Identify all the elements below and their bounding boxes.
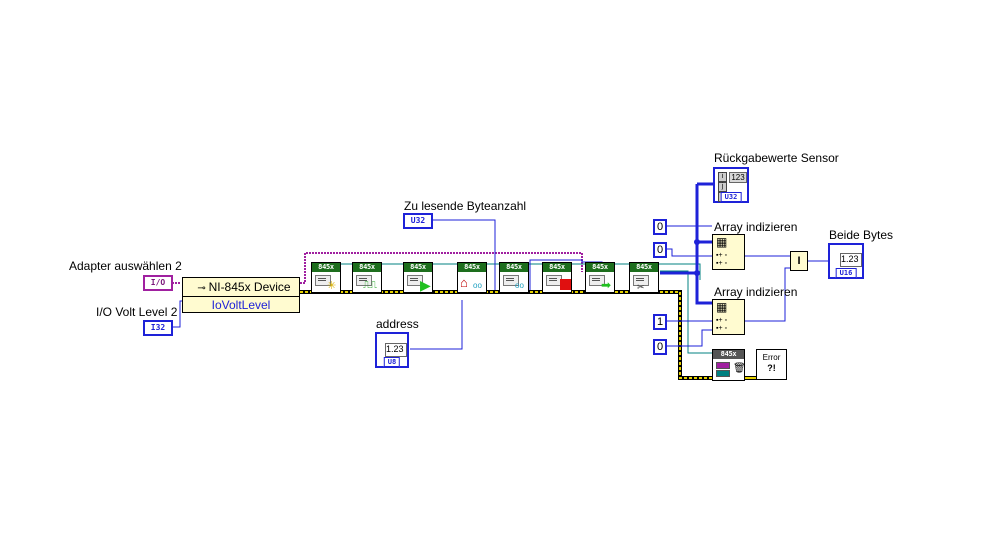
house-icon: ⌂ [460, 275, 468, 290]
close-reference-vi[interactable]: 845x 🗑 [712, 349, 746, 381]
address-control[interactable]: 1.23 U8 [375, 332, 409, 368]
grid-icon: ▦ [716, 300, 728, 314]
stop-square-icon [560, 279, 571, 290]
address-label: address [376, 317, 419, 331]
create-config-icon: ✳ [327, 280, 337, 292]
address-value: 1.23 [385, 343, 407, 357]
error-symbol-icon: ?! [767, 363, 776, 373]
vi-banner: 845x [713, 350, 744, 359]
vi-banner: 845x I2C [586, 263, 614, 280]
vi-banner: 845x I2C [353, 263, 381, 280]
both-bytes-type-tag: U16 [835, 268, 857, 278]
adapter-control[interactable]: I/O [143, 275, 173, 291]
refnum-wire-down [660, 270, 712, 354]
sensor-type-tag: U32 [720, 192, 742, 202]
c0c-wire [665, 329, 712, 347]
both-bytes-label: Beide Bytes [829, 228, 894, 242]
vi-banner: 845x I2C [543, 263, 571, 280]
vi-banner: 845x I2C [500, 263, 528, 280]
index2-out-wire [745, 267, 790, 322]
property-node[interactable]: ⊸ NI-845x Device IoVoltLevel [182, 277, 300, 313]
i2c-stop-vi[interactable]: 845x I2C [542, 262, 572, 293]
device-wire-top [300, 252, 583, 284]
constant-0a[interactable]: 0 [653, 219, 668, 235]
key-icon: ⊸ [197, 283, 209, 294]
i2c-address-vi[interactable]: 845x I2C ⌂ oo [457, 262, 487, 293]
error-wire-inner [300, 291, 712, 379]
index-array-2-node[interactable]: ▦ ▪+ ▫ ▪+ ▫ [712, 299, 745, 335]
adapter-label: Adapter auswählen 2 [69, 259, 182, 273]
join-numbers-icon: I [797, 255, 801, 267]
byte-count-label: Zu lesende Byteanzahl [404, 199, 527, 213]
index-terminal-icon: ▪+ ▫ [716, 325, 727, 332]
index-array-2-label: Array indizieren [714, 285, 798, 299]
volt-level-label: I/O Volt Level 2 [96, 305, 178, 319]
trash-icon: 🗑 [733, 363, 746, 374]
i2c-start-vi[interactable]: 845x I2C ▶ [403, 262, 433, 293]
read-glasses-icon: oo [515, 281, 524, 290]
vi-banner: 845x I2C [404, 263, 432, 280]
index-terminal-icon: ▪+ ▫ [716, 260, 727, 267]
volt-level-control[interactable]: I32 [143, 320, 173, 336]
i2c-write-vi[interactable]: 845x I2C ➡ [585, 262, 615, 293]
vi-banner: 845x I2C [458, 263, 486, 280]
both-bytes-indicator[interactable]: 1.23 U16 [828, 243, 864, 279]
error-handler-vi[interactable]: Error ?! [756, 349, 787, 380]
grid-icon: ▦ [716, 235, 728, 249]
i2c-read-vi[interactable]: 845x I2C oo [499, 262, 529, 293]
array-bus [695, 184, 712, 305]
index-array-1-node[interactable]: ▦ ▪+ ▫ ▪+ ▫ [712, 234, 745, 270]
sensor-value: 123 [729, 172, 747, 183]
class-name: NI-845x Device [208, 280, 291, 294]
error-wire [300, 290, 712, 380]
c0b-wire [665, 248, 712, 257]
clock-wave-icon: ⎍⎍ [363, 280, 377, 291]
constant-0b[interactable]: 0 [653, 242, 668, 258]
start-arrow-icon: ▶ [420, 277, 431, 293]
error-text: Error [762, 353, 781, 362]
constant-1[interactable]: 1 [653, 314, 668, 330]
i2c-close-config-vi[interactable]: 845x I2C ✂ [629, 262, 659, 293]
property-node-class: ⊸ NI-845x Device [183, 278, 299, 297]
scissors-icon: ✂ [637, 282, 645, 292]
byte-count-control[interactable]: U32 [403, 213, 433, 229]
index-array-1-label: Array indizieren [714, 220, 798, 234]
i2c-clock-vi[interactable]: 845x I2C ⎍⎍ [352, 262, 382, 293]
index-terminal-icon: ▪+ ▫ [716, 252, 727, 259]
join-numbers-node[interactable]: I [790, 251, 808, 271]
device-ref-icon [716, 362, 730, 369]
write-arrow-icon: ➡ [601, 278, 612, 292]
property-item[interactable]: IoVoltLevel [211, 298, 271, 312]
vi-banner: 845x I2C [630, 263, 658, 280]
sensor-values-label: Rückgabewerte Sensor [714, 151, 839, 165]
index-terminal-icon: ▪+ ▫ [716, 317, 727, 324]
address-wire [410, 300, 463, 350]
address-glasses-icon: oo [473, 281, 482, 290]
config-ref-icon [716, 370, 730, 377]
sensor-values-indicator[interactable]: i j k 123 U32 [713, 167, 749, 203]
byte-count-wire [432, 219, 496, 290]
i2c-create-config-vi[interactable]: 845x I2C ✳ [311, 262, 341, 293]
vi-banner: 845x I2C [312, 263, 340, 280]
both-bytes-value: 1.23 [840, 253, 862, 267]
constant-0c[interactable]: 0 [653, 339, 668, 355]
address-type-tag: U8 [383, 357, 401, 367]
